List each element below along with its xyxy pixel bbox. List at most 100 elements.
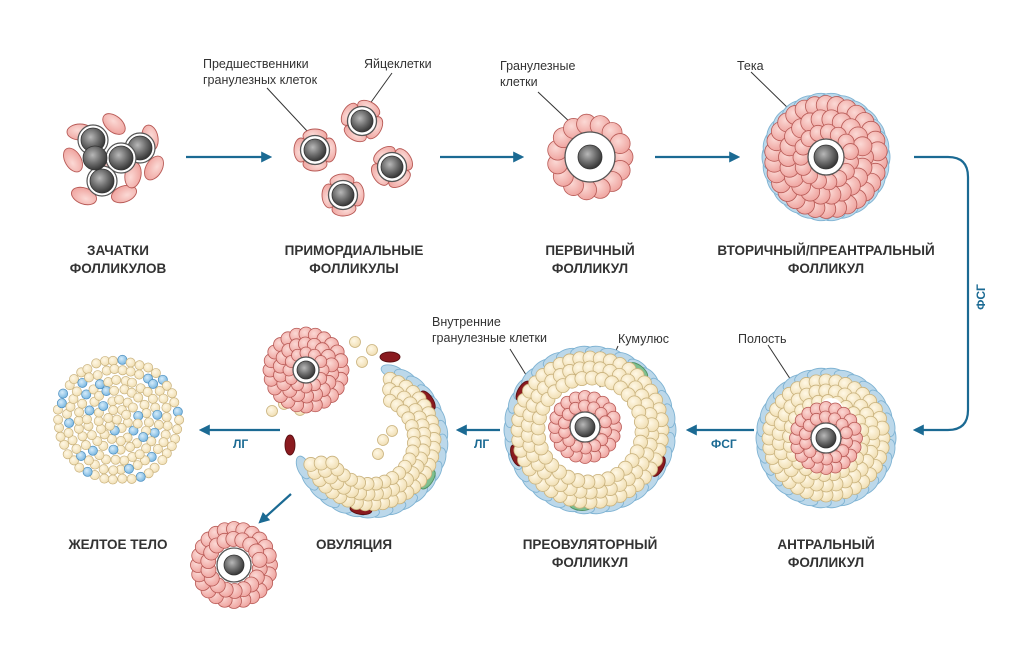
luteal-cell (125, 366, 136, 377)
luteal-cell (109, 385, 120, 396)
annotation-cumulus: Кумулюс (618, 332, 670, 346)
arrow-ovulation-release (258, 493, 292, 524)
luteal-cell (134, 360, 145, 371)
stage-label-ovulation: ОВУЛЯЦИЯ (315, 537, 393, 552)
luteal-blue-cell (56, 398, 67, 409)
luteal-cell (53, 414, 64, 425)
antral-follicle (755, 367, 897, 509)
luteal-blue-cell (148, 379, 159, 389)
luteal-blue-cell (64, 417, 75, 428)
luteal-cell (94, 390, 105, 401)
luteal-cell (158, 393, 169, 404)
luteal-cell (134, 369, 145, 380)
arrow-secondary-to-antral (912, 155, 970, 436)
luteal-cell (119, 455, 130, 466)
leader-theca (750, 71, 793, 113)
luteal-cell (127, 377, 137, 388)
arrows-layer (186, 151, 970, 524)
luteal-cell (71, 386, 82, 397)
luteal-cell (98, 464, 109, 475)
luteal-blue-cell (82, 466, 93, 477)
luteal-cell (169, 397, 180, 408)
luteal-cell (125, 357, 136, 368)
luteal-cell (108, 405, 119, 416)
leader-granulosa-precursors (266, 87, 309, 133)
leader-granulosa-cells (537, 91, 574, 126)
luteal-cell (74, 407, 85, 418)
luteal-cell (152, 444, 163, 454)
luteal-cell (73, 415, 84, 426)
precursor-cell (111, 184, 137, 204)
luteal-blue-cell (77, 377, 88, 388)
luteal-cell (141, 443, 152, 454)
luteal-cell (172, 424, 183, 435)
ovulation-follicle (190, 326, 449, 609)
luteal-cell (139, 399, 150, 410)
hormone-fsh-antral: ФСГ (711, 437, 737, 451)
cumulus-cell (598, 415, 612, 429)
oocyte (577, 144, 603, 170)
oocyte (303, 138, 327, 162)
luteal-cell (162, 420, 173, 431)
luteal-cell (71, 443, 82, 454)
luteal-cell (77, 398, 88, 409)
oocyte (331, 183, 355, 207)
luteal-cell (117, 365, 128, 376)
luteal-blue-cell (135, 471, 146, 482)
released-cell (372, 448, 384, 460)
luteal-cell (82, 364, 93, 375)
oocyte (350, 109, 374, 133)
oocyte (574, 416, 596, 438)
luteal-cell (161, 402, 172, 413)
granulosa-cell (842, 143, 859, 160)
granulosa-cell (325, 455, 340, 470)
luteal-cell (161, 412, 172, 423)
luteal-cell (126, 473, 137, 484)
precursor-cell (71, 186, 97, 206)
luteal-blue-cell (124, 463, 134, 474)
luteal-cell (81, 414, 92, 425)
oocyte (815, 427, 837, 449)
theca-externa-cell (379, 351, 401, 363)
oocyte (380, 155, 404, 179)
granulosa-cell (633, 414, 649, 430)
luteal-cell (125, 442, 136, 452)
luteal-cell (92, 370, 103, 381)
luteal-blue-cell (84, 405, 95, 416)
luteal-cell (69, 455, 79, 466)
oocyte (296, 360, 316, 380)
annotation-theca: Тека (737, 59, 764, 73)
luteal-cell (121, 409, 132, 420)
luteal-cell (88, 384, 99, 395)
cell-illustrations (52, 92, 897, 609)
released-cell (356, 356, 368, 368)
luteal-cell (62, 449, 73, 460)
released-cell (366, 344, 378, 356)
luteal-cell (157, 455, 168, 466)
luteal-cell (108, 465, 119, 476)
oocyte (108, 145, 134, 171)
oocyte (813, 144, 839, 170)
released-cell (377, 434, 389, 446)
luteal-cell (93, 416, 104, 427)
luteal-cell (141, 408, 152, 419)
luteal-cell (83, 455, 94, 466)
luteal-cell (80, 440, 91, 451)
luteal-cell (111, 374, 122, 385)
luteal-blue-cell (98, 401, 109, 411)
luteal-cell (59, 439, 70, 450)
luteal-cell (161, 380, 172, 391)
precursor-cell (144, 155, 164, 181)
precursor-cell (63, 147, 83, 173)
luteal-cell (114, 394, 125, 405)
precursor-cell (102, 113, 126, 135)
luteal-blue-cell (152, 409, 163, 420)
luteal-cell (143, 417, 154, 428)
luteal-blue-cell (172, 406, 183, 417)
